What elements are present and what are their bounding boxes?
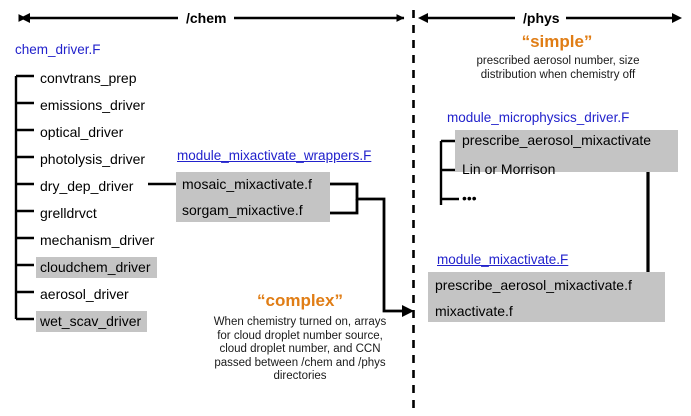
microphysics-list-item[interactable]: prescribe_aerosol_mixactivate xyxy=(462,132,652,148)
chem-span-label: /chem xyxy=(186,10,227,26)
chem-list-item[interactable]: mechanism_driver xyxy=(40,232,155,248)
simple-description-line: distribution when chemistry off xyxy=(480,68,636,81)
chem-list-item[interactable]: emissions_driver xyxy=(40,97,146,113)
microphysics-driver-file-label[interactable]: module_microphysics_driver.F xyxy=(447,110,630,125)
complex-description-line: directories xyxy=(273,370,327,382)
complex-title: “complex” xyxy=(257,291,343,310)
complex-description-line: When chemistry turned on, arrays xyxy=(213,316,387,328)
chem-driver-file-label[interactable]: chem_driver.F xyxy=(15,42,101,57)
chem-list-item[interactable]: photolysis_driver xyxy=(40,151,146,167)
microphysics-list-item[interactable]: ••• xyxy=(462,190,477,206)
chem-list-item[interactable]: wet_scav_driver xyxy=(36,311,148,332)
simple-description-line: prescribed aerosol number, size xyxy=(476,55,640,67)
mixactivate-wrappers-file-label[interactable]: module_mixactivate_wrappers.F xyxy=(177,148,372,163)
chem-list-item[interactable]: convtrans_prep xyxy=(40,70,137,86)
wrapper-list-item[interactable]: sorgam_mixactive.f xyxy=(182,202,303,218)
phys-span-label: /phys xyxy=(523,10,560,26)
chem-list-item[interactable]: grelldrvct xyxy=(40,205,97,221)
complex-description-line: cloud droplet number, and CCN xyxy=(219,343,381,355)
chem-list-item[interactable]: optical_driver xyxy=(40,124,124,140)
complex-description-line: passed between /chem and /phys xyxy=(214,356,386,369)
complex-description-line: for cloud droplet number source, xyxy=(217,329,383,342)
chem-list-item[interactable]: cloudchem_driver xyxy=(36,257,157,278)
mixactivate-file-label[interactable]: module_mixactivate.F xyxy=(437,252,569,267)
microphysics-list-item[interactable]: Lin or Morrison xyxy=(462,161,556,177)
wrapper-list-item[interactable]: mosaic_mixactivate.f xyxy=(182,176,312,192)
chem-bracket xyxy=(14,74,34,321)
mixactivate-list-item[interactable]: prescribe_aerosol_mixactivate.f xyxy=(435,277,632,293)
microphysics-highlight-box xyxy=(455,130,678,172)
mixactivate-box: prescribe_aerosol_mixactivate.f mixactiva… xyxy=(428,272,665,322)
simple-title: “simple” xyxy=(521,32,593,51)
chem-list-item[interactable]: dry_dep_driver xyxy=(40,178,134,194)
mixactivate-list-item[interactable]: mixactivate.f xyxy=(435,303,513,319)
mixactivate-wrappers-box: mosaic_mixactivate.f sorgam_mixactive.f xyxy=(176,172,330,222)
chem-list-item[interactable]: aerosol_driver xyxy=(40,286,129,302)
